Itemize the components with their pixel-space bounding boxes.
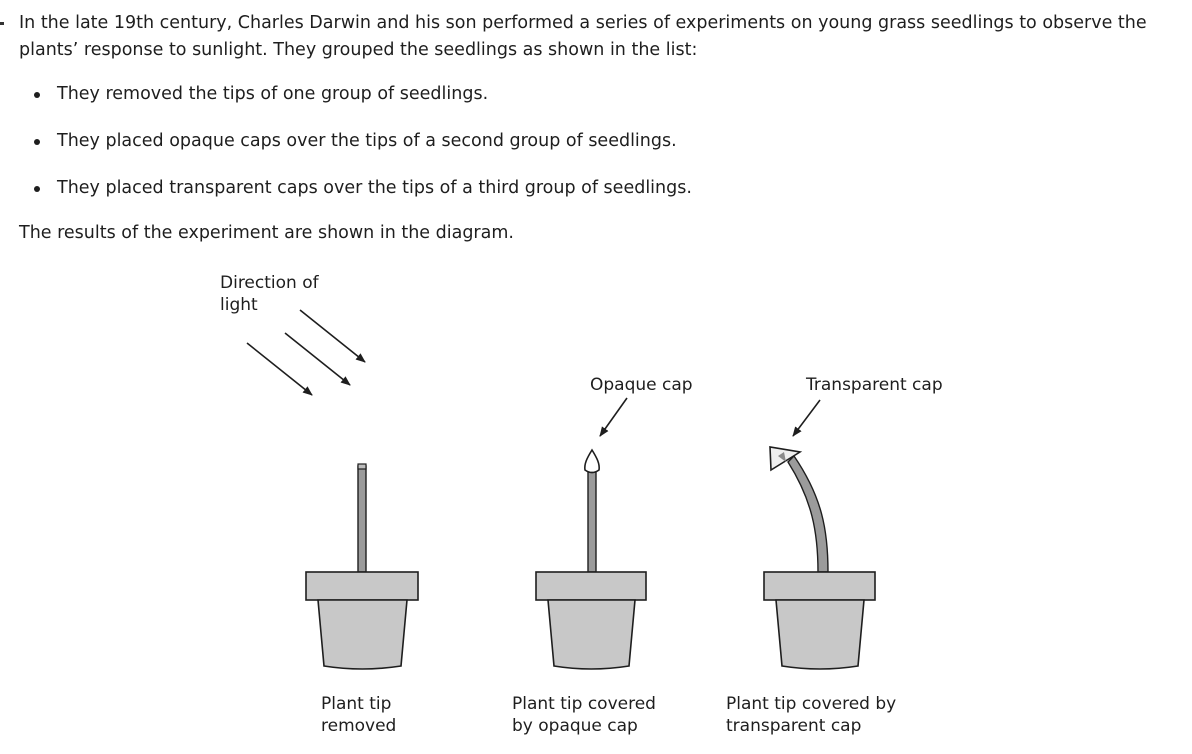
light-direction-label-line2: light (220, 295, 258, 315)
caption-tip-removed-line1: Plant tip (321, 694, 391, 714)
caption-opaque-cap-line1: Plant tip covered (512, 694, 656, 714)
bent-seedling-stem (787, 454, 829, 573)
transparent-cap-label: Transparent cap (805, 375, 943, 395)
cap-tip-inside (778, 452, 786, 462)
opaque-cap-icon (584, 448, 600, 474)
question-number-mark (0, 22, 4, 25)
caption-tip-removed-line2: removed (321, 716, 396, 736)
list-item: They placed transparent caps over the ti… (30, 175, 692, 222)
caption-opaque-cap-line2: by opaque cap (512, 716, 638, 736)
pot-body (775, 599, 865, 670)
seedling-transparent-cap (763, 446, 876, 670)
pot-rim (535, 571, 647, 601)
seedling-groups-list: They removed the tips of one group of se… (30, 81, 692, 222)
question-outro: The results of the experiment are shown … (19, 223, 514, 243)
pot-rim (763, 571, 876, 601)
seedling-stem (357, 465, 367, 573)
pot-body (547, 599, 636, 670)
list-item: They removed the tips of one group of se… (30, 81, 692, 128)
light-arrows-icon (246, 309, 366, 396)
caption-transparent-cap-line2: transparent cap (726, 716, 861, 736)
seedling-stem (587, 471, 597, 573)
light-direction-label-line1: Direction of (220, 273, 320, 293)
pot-rim (305, 571, 419, 601)
list-item: They placed opaque caps over the tips of… (30, 128, 692, 175)
seedling-opaque-cap (535, 448, 647, 670)
transparent-cap-pointer-icon (792, 399, 821, 437)
question-intro: In the late 19th century, Charles Darwin… (19, 13, 1147, 60)
opaque-cap-label: Opaque cap (590, 375, 693, 395)
opaque-cap-pointer-icon (599, 397, 628, 437)
seedling-tip-removed (305, 463, 419, 670)
stem-cut-top (357, 463, 367, 470)
caption-transparent-cap-line1: Plant tip covered by (726, 694, 896, 714)
pot-body (317, 599, 408, 670)
